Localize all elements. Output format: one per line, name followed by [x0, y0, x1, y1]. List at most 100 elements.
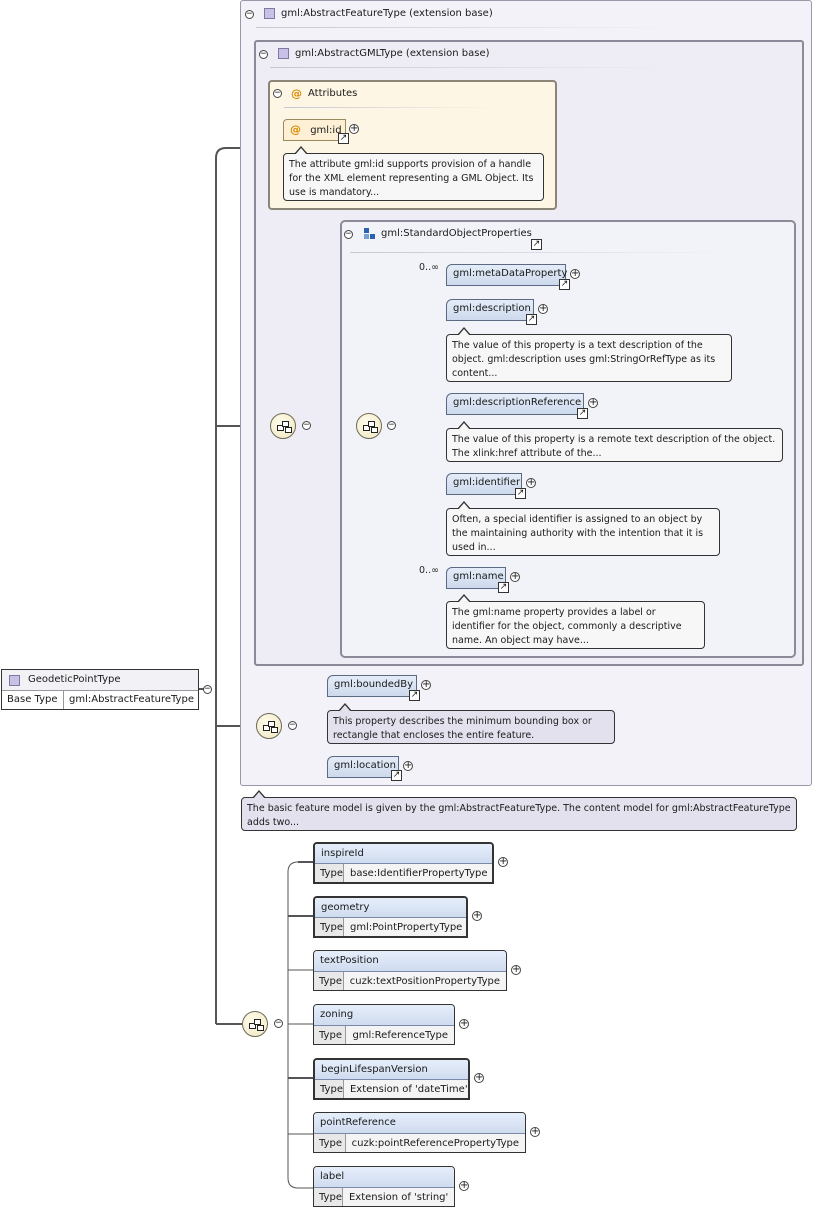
element-label: beginLifespanVersion — [315, 1060, 468, 1080]
element-gml-identifier[interactable]: gml:identifier — [446, 473, 522, 495]
expand-icon[interactable]: + — [472, 910, 482, 921]
sequence-compositor-icon[interactable] — [242, 1011, 268, 1037]
element-label: pointReference — [314, 1113, 525, 1134]
sequence-compositor-icon[interactable] — [356, 413, 382, 439]
element-label: gml:location — [334, 760, 396, 771]
expand-icon[interactable]: + — [588, 397, 598, 408]
link-arrow-icon[interactable]: ↗ — [531, 239, 542, 250]
expand-icon[interactable]: + — [510, 571, 520, 582]
type-value: cuzk:pointReferencePropertyType — [345, 1134, 525, 1152]
type-value: base:IdentifierPropertyType — [343, 864, 492, 882]
type-value: gml:PointPropertyType — [343, 918, 466, 936]
expand-icon[interactable]: + — [538, 303, 548, 314]
attribute-gml-id-note: The attribute gml:id supports provision … — [283, 146, 544, 201]
link-arrow-icon[interactable]: ↗ — [526, 314, 537, 325]
sequence-collapse-toggle[interactable]: − — [274, 1018, 283, 1028]
root-base-value: gml:AbstractFeatureType — [69, 694, 194, 705]
abstract-gml-collapse-toggle[interactable]: − — [259, 49, 268, 59]
feature-compositor-collapse-toggle[interactable]: − — [288, 720, 297, 730]
type-value: cuzk:textPositionPropertyType — [343, 972, 506, 990]
expand-icon[interactable]: + — [498, 856, 508, 867]
abstract-gml-title: gml:AbstractGMLType (extension base) — [295, 48, 490, 59]
element-gml-identifier-note: Often, a special identifier is assigned … — [446, 501, 720, 556]
sequence-compositor-icon[interactable] — [256, 713, 282, 739]
expand-icon[interactable]: + — [511, 964, 521, 975]
abstract-feature-collapse-toggle[interactable]: − — [245, 9, 254, 19]
element-label: gml:metaDataProperty — [453, 268, 568, 279]
header-divider — [270, 67, 670, 68]
element-gml-name[interactable]: gml:name — [446, 567, 506, 589]
element-gml-description[interactable]: gml:description — [446, 299, 534, 321]
type-value: Extension of 'dateTime' — [343, 1080, 468, 1098]
header-divider — [350, 252, 730, 253]
type-label: Type — [315, 1080, 344, 1098]
header-divider — [256, 27, 676, 28]
expand-icon[interactable]: + — [526, 477, 536, 488]
attribute-gml-id-label: gml:id — [310, 125, 342, 136]
link-arrow-icon[interactable]: ↗ — [577, 408, 588, 419]
gml-compositor-collapse-toggle[interactable]: − — [302, 420, 311, 430]
element-label: label — [314, 1167, 454, 1188]
type-label: Type — [314, 972, 344, 990]
group-icon — [364, 228, 375, 239]
element-label: gml:name — [453, 571, 504, 582]
attribute-icon: @ — [291, 87, 302, 100]
root-type-header: GeodeticPointType — [2, 670, 198, 691]
link-arrow-icon[interactable]: ↗ — [409, 690, 420, 701]
element-label: zoning — [314, 1005, 454, 1026]
abstract-feature-note: The basic feature model is given by the … — [241, 790, 797, 831]
element-label: gml:boundedBy — [334, 679, 414, 690]
root-type-box[interactable]: GeodeticPointType Base Type gml:Abstract… — [1, 669, 199, 710]
expand-icon[interactable]: + — [474, 1072, 484, 1083]
attributes-collapse-toggle[interactable]: − — [273, 88, 282, 98]
expand-icon[interactable]: + — [403, 760, 413, 771]
std-compositor-collapse-toggle[interactable]: − — [387, 420, 396, 430]
standard-props-header: gml:StandardObjectProperties — [364, 228, 532, 239]
attributes-header: @ Attributes — [291, 87, 357, 100]
link-arrow-icon[interactable]: ↗ — [559, 279, 570, 290]
link-arrow-icon[interactable]: ↗ — [498, 582, 509, 593]
type-label: Type — [315, 918, 344, 936]
abstract-feature-header: gml:AbstractFeatureType (extension base) — [264, 8, 493, 19]
expand-icon[interactable]: + — [530, 1126, 540, 1137]
element-gml-metadataproperty[interactable]: gml:metaDataProperty — [446, 264, 568, 286]
element-label: inspireId — [315, 844, 492, 864]
element-label: gml:description — [453, 303, 531, 314]
link-arrow-icon[interactable]: ↗ — [391, 770, 402, 781]
root-base-label: Base Type — [2, 691, 64, 709]
type-label: Type — [315, 864, 344, 882]
header-divider — [284, 107, 494, 108]
expand-icon[interactable]: + — [570, 268, 580, 279]
element-gml-location[interactable]: gml:location — [327, 756, 399, 778]
expand-icon[interactable]: + — [421, 679, 431, 690]
type-label: Type — [314, 1134, 346, 1152]
link-arrow-icon[interactable]: ↗ — [338, 133, 349, 144]
attribute-icon: @ — [290, 123, 301, 136]
attribute-gml-id[interactable]: @ gml:id — [283, 119, 346, 141]
root-collapse-toggle[interactable]: − — [203, 684, 212, 694]
element-gml-descriptionreference[interactable]: gml:descriptionReference — [446, 393, 584, 415]
element-label: gml:descriptionReference — [453, 397, 582, 408]
type-value: Extension of 'string' — [342, 1188, 454, 1206]
element-gml-name-note: The gml:name property provides a label o… — [446, 594, 705, 649]
expand-icon[interactable]: + — [459, 1018, 469, 1029]
standard-props-collapse-toggle[interactable]: − — [344, 229, 353, 239]
expand-icon[interactable]: + — [459, 1180, 469, 1191]
sequence-compositor-icon[interactable] — [270, 413, 296, 439]
element-gml-boundedby-note: This property describes the minimum boun… — [327, 703, 615, 744]
element-label: textPosition — [314, 951, 506, 972]
type-value: gml:ReferenceType — [346, 1026, 454, 1044]
multiplicity-label: 0..∞ — [419, 565, 439, 576]
link-arrow-icon[interactable]: ↗ — [515, 488, 526, 499]
abstract-feature-title: gml:AbstractFeatureType (extension base) — [281, 8, 493, 19]
root-base-row: Base Type gml:AbstractFeatureType — [2, 691, 198, 709]
expand-icon[interactable]: + — [349, 123, 359, 134]
element-gml-boundedby[interactable]: gml:boundedBy — [327, 675, 417, 697]
